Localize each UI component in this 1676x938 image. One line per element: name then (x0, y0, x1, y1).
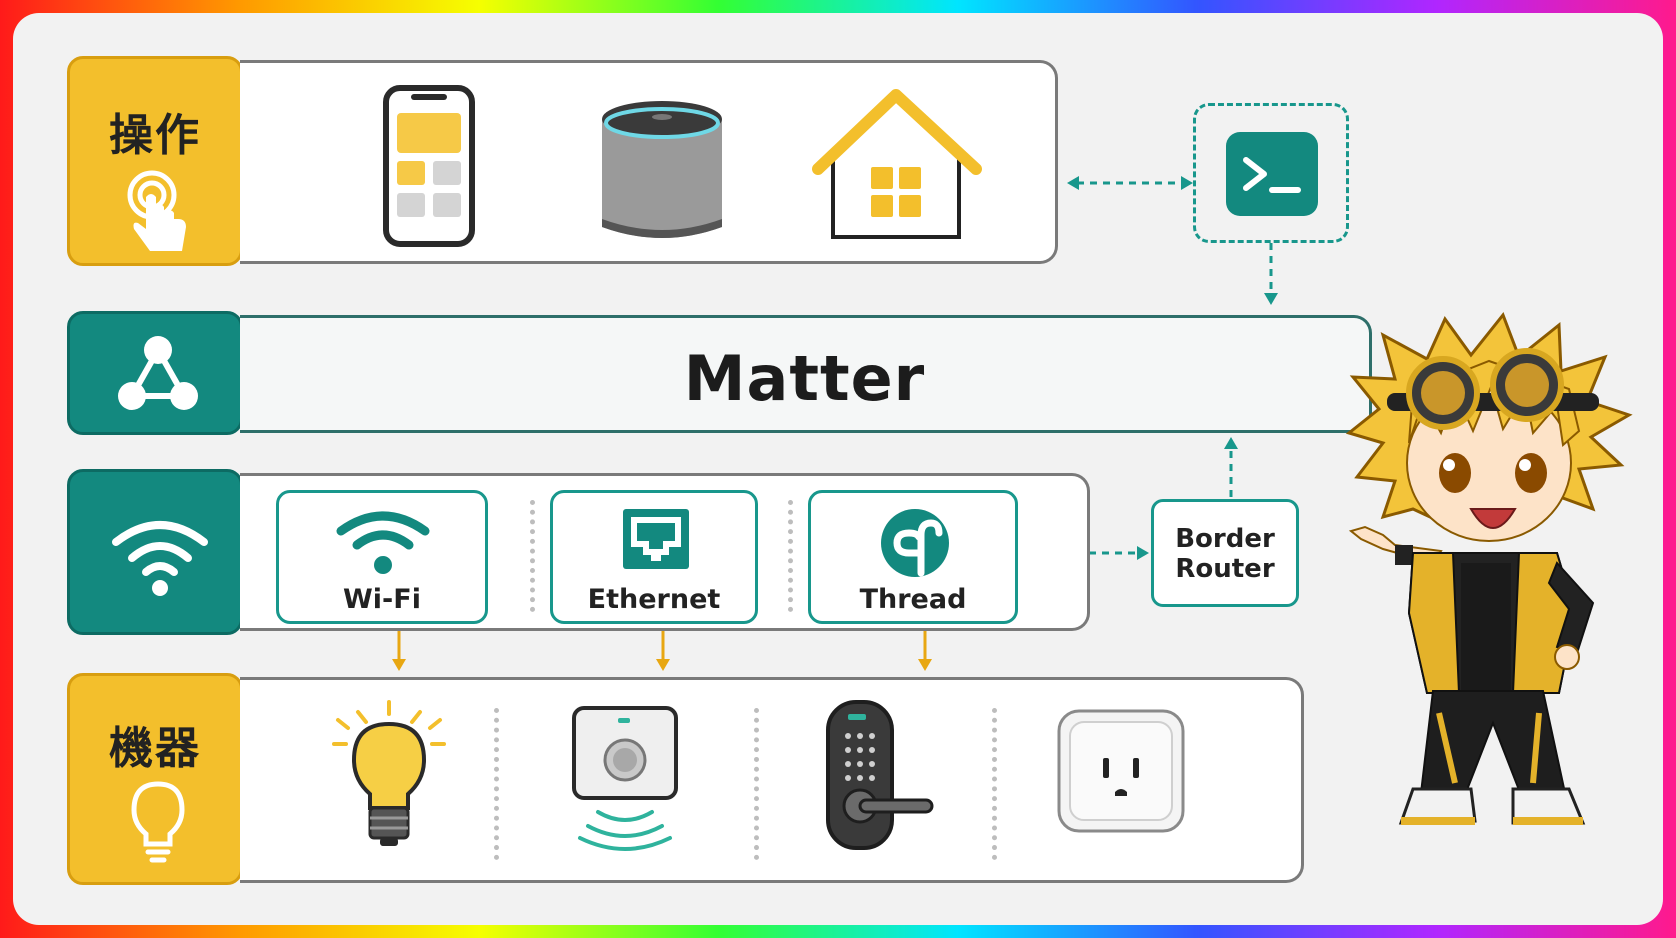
thread-logo-icon (881, 509, 949, 577)
terminal-icon (1226, 132, 1318, 216)
matter-title: Matter (683, 342, 926, 415)
separator (992, 708, 997, 860)
border-router-box: Border Router (1151, 499, 1299, 607)
separator (788, 500, 793, 612)
light-bulb-icon (332, 700, 446, 846)
network-graph-icon (118, 336, 198, 410)
border-router-line1: Border (1175, 524, 1275, 554)
matter-panel: Matter (240, 315, 1372, 433)
control-layer-panel (240, 60, 1058, 264)
devices-layer-panel (240, 677, 1304, 883)
network-item-label: Ethernet (587, 584, 721, 615)
power-outlet-icon (1057, 709, 1185, 833)
smart-speaker-icon (602, 101, 722, 238)
connector-lines (392, 176, 1278, 671)
light-bulb-icon (131, 781, 185, 863)
network-layer-panel: Wi-Fi Ethernet Thread (240, 473, 1090, 631)
network-item-label: Thread (859, 584, 967, 615)
wifi-icon (112, 521, 208, 596)
devices-layer-label-text: 機器 (109, 723, 201, 774)
control-layer-label: 操作 (67, 56, 243, 266)
touch-hand-icon (127, 170, 186, 251)
network-item-ethernet: Ethernet (550, 490, 758, 624)
mascot-character-icon (1345, 312, 1633, 825)
diagram-canvas: 操作 (13, 13, 1663, 925)
control-layer-label-text: 操作 (109, 110, 201, 161)
separator (494, 708, 499, 860)
wifi-icon (336, 511, 430, 574)
protocol-layer-label (67, 311, 243, 435)
ethernet-port-icon (623, 509, 689, 569)
separator (754, 708, 759, 860)
devices-layer-label: 機器 (67, 673, 243, 885)
smartphone-icon (383, 85, 475, 247)
separator (530, 500, 535, 612)
smart-lock-icon (826, 700, 934, 850)
network-item-label: Wi-Fi (343, 584, 421, 615)
controller-box (1193, 103, 1349, 243)
border-router-line2: Router (1175, 554, 1275, 584)
network-item-thread: Thread (808, 490, 1018, 624)
motion-sensor-icon (572, 706, 678, 851)
network-item-wifi: Wi-Fi (276, 490, 488, 624)
network-layer-label (67, 469, 243, 635)
smart-home-icon (812, 89, 982, 239)
